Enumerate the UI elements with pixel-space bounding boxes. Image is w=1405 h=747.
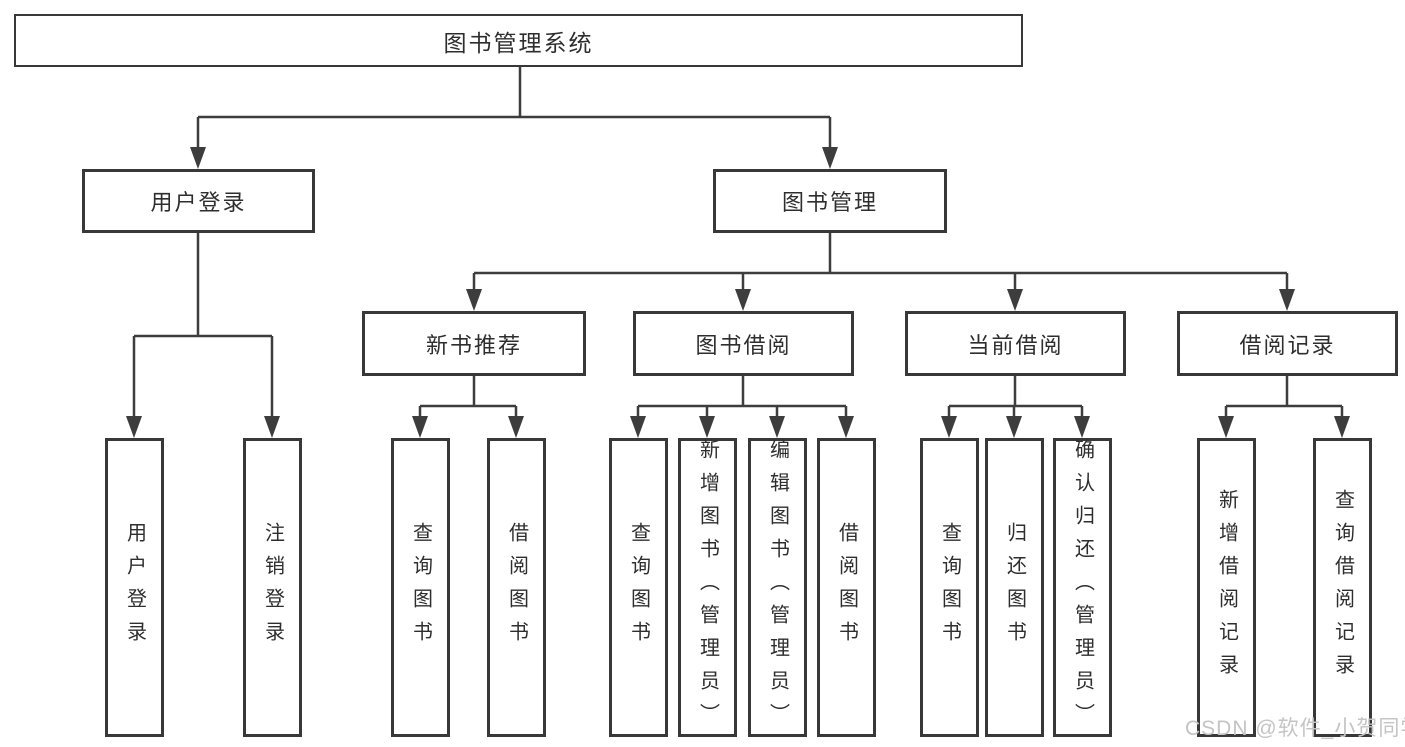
node-new-book-recommend-label: 新书推荐 <box>425 332 522 358</box>
leaf-records-add-record-label: 新增借阅记录 <box>1215 488 1238 687</box>
leaf-borrow-edit-books-admin: 编辑图书（管理员） <box>748 438 807 737</box>
leaf-current-confirm-return-admin-label: 确认归还（管理员） <box>1071 439 1094 736</box>
connector-book-management-to-level3 <box>466 233 1295 311</box>
leaf-user-login-label: 用户登录 <box>123 521 146 654</box>
node-book-borrow: 图书借阅 <box>633 311 854 376</box>
leaf-borrow-query-books-label: 查询图书 <box>627 521 650 654</box>
node-root-library-system: 图书管理系统 <box>14 14 1023 67</box>
connector-borrow-records-to-leaves <box>1218 376 1350 438</box>
node-new-book-recommend: 新书推荐 <box>362 311 586 376</box>
node-book-management-label: 图书管理 <box>781 190 878 215</box>
leaf-borrow-add-books-admin-label: 新增图书（管理员） <box>696 439 719 736</box>
leaf-records-query-record: 查询借阅记录 <box>1313 438 1372 737</box>
leaf-borrow-query-books: 查询图书 <box>609 438 668 737</box>
leaf-newbook-borrow-books-label: 借阅图书 <box>505 521 528 654</box>
node-current-borrow-label: 当前借阅 <box>967 332 1064 358</box>
node-root-label: 图书管理系统 <box>443 29 594 56</box>
leaf-borrow-add-books-admin: 新增图书（管理员） <box>678 438 737 737</box>
leaf-current-return-books-label: 归还图书 <box>1003 521 1026 654</box>
leaf-user-login: 用户登录 <box>105 438 164 737</box>
leaf-logout-login-label: 注销登录 <box>261 521 284 654</box>
leaf-current-return-books: 归还图书 <box>985 438 1044 737</box>
node-borrow-records: 借阅记录 <box>1177 311 1398 376</box>
csdn-watermark: CSDN @软件_小贺同学 <box>1185 717 1405 740</box>
leaf-logout-login: 注销登录 <box>243 438 302 737</box>
connector-root-to-level2 <box>190 67 838 169</box>
leaf-current-query-books-label: 查询图书 <box>938 521 961 654</box>
node-user-login: 用户登录 <box>82 169 315 233</box>
connector-current-borrow-to-leaves <box>941 376 1090 438</box>
node-borrow-records-label: 借阅记录 <box>1239 332 1336 358</box>
node-book-management: 图书管理 <box>713 169 947 233</box>
leaf-borrow-borrow-books: 借阅图书 <box>817 438 876 737</box>
leaf-records-query-record-label: 查询借阅记录 <box>1331 488 1354 687</box>
node-book-borrow-label: 图书借阅 <box>695 332 792 358</box>
node-current-borrow: 当前借阅 <box>905 311 1126 376</box>
leaf-current-confirm-return-admin: 确认归还（管理员） <box>1053 438 1112 737</box>
leaf-newbook-query-books-label: 查询图书 <box>409 521 432 654</box>
leaf-records-add-record: 新增借阅记录 <box>1197 438 1256 737</box>
leaf-borrow-borrow-books-label: 借阅图书 <box>835 521 858 654</box>
leaf-borrow-edit-books-admin-label: 编辑图书（管理员） <box>766 439 789 736</box>
node-user-login-label: 用户登录 <box>150 190 247 215</box>
leaf-current-query-books: 查询图书 <box>920 438 979 737</box>
connector-book-borrow-to-leaves <box>630 376 854 438</box>
connector-new-book-to-leaves <box>412 376 524 438</box>
connector-user-login-to-leaves <box>126 233 280 438</box>
leaf-newbook-query-books: 查询图书 <box>391 438 450 737</box>
leaf-newbook-borrow-books: 借阅图书 <box>487 438 546 737</box>
